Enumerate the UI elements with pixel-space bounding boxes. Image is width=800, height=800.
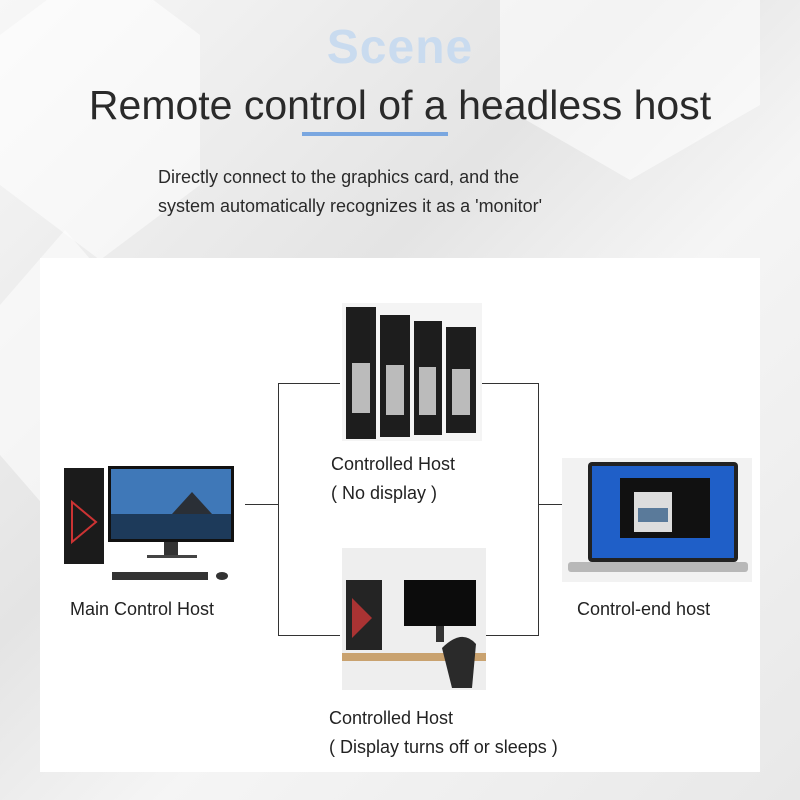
connector-line bbox=[538, 383, 539, 636]
connector-line bbox=[486, 635, 538, 636]
server-towers-image bbox=[342, 303, 482, 441]
watermark-text: Scene bbox=[326, 21, 474, 74]
controlled-host-top-note: ( No display ) bbox=[331, 483, 438, 503]
connector-line bbox=[278, 383, 340, 384]
desktop-pc-image bbox=[64, 466, 234, 580]
connector-line bbox=[245, 504, 278, 505]
page-title: Remote control of a headless host bbox=[88, 82, 712, 128]
control-end-host-label: Control-end host bbox=[577, 599, 711, 619]
subtitle: Directly connect to the graphics card, a… bbox=[158, 163, 718, 221]
connector-line bbox=[278, 383, 279, 636]
subtitle-line: system automatically recognizes it as a … bbox=[158, 196, 543, 216]
main-control-host-label: Main Control Host bbox=[70, 599, 215, 619]
subtitle-line: Directly connect to the graphics card, a… bbox=[158, 167, 520, 187]
connector-line bbox=[538, 504, 565, 505]
controlled-host-bottom-label: Controlled Host bbox=[329, 708, 454, 728]
laptop-image bbox=[562, 458, 752, 582]
connector-line bbox=[482, 383, 538, 384]
controlled-host-top-label: Controlled Host bbox=[331, 454, 456, 474]
office-desk-image bbox=[342, 548, 486, 690]
connector-line bbox=[278, 635, 340, 636]
title-underline bbox=[302, 132, 448, 136]
controlled-host-bottom-note: ( Display turns off or sleeps ) bbox=[329, 737, 558, 757]
